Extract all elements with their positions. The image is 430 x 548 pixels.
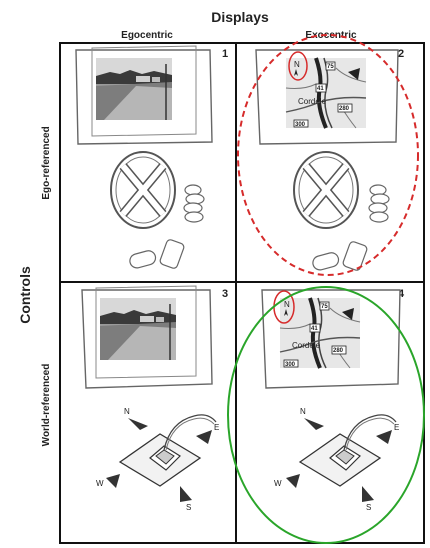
steering-wheel-icon-1 bbox=[111, 152, 175, 228]
route-300-label-2: 300 bbox=[295, 122, 306, 128]
joystick-icon-3 bbox=[119, 414, 217, 487]
compass-n-label-4: N bbox=[300, 407, 306, 416]
route-41-label-4: 41 bbox=[311, 326, 318, 332]
ego-referenced-row-label: Ego-referenced bbox=[41, 126, 52, 199]
compass-arrows-3 bbox=[106, 418, 212, 502]
road-scene-photo-1 bbox=[95, 57, 173, 121]
compass-s-label-4: S bbox=[366, 503, 371, 512]
route-280-label-4: 280 bbox=[333, 348, 344, 354]
map-display-4: N Cordele 41 75 280 300 bbox=[278, 296, 362, 370]
cell-number-4: 4 bbox=[398, 288, 405, 300]
route-280-label-2: 280 bbox=[339, 106, 350, 112]
egocentric-column-label: Egocentric bbox=[121, 30, 173, 41]
north-label-4: N bbox=[284, 300, 290, 309]
north-label-2: N bbox=[294, 60, 300, 69]
compass-e-label-4: E bbox=[394, 423, 399, 432]
monitor-egocentric-3 bbox=[81, 285, 213, 389]
world-referenced-row-label: World-referenced bbox=[41, 364, 52, 447]
monitor-exocentric-4: N Cordele 41 75 280 300 bbox=[261, 289, 401, 389]
compass-w-label-4: W bbox=[274, 479, 282, 488]
north-arrow-icon-4 bbox=[284, 309, 288, 316]
compass-e-label-3: E bbox=[214, 423, 219, 432]
displays-title: Displays bbox=[211, 9, 269, 25]
steering-wheel-icon-2 bbox=[294, 152, 358, 228]
north-arrow-icon-2 bbox=[294, 69, 298, 76]
route-75-label-2: 75 bbox=[327, 64, 334, 70]
cell-number-1: 1 bbox=[222, 48, 228, 60]
controls-title: Controls bbox=[17, 266, 33, 324]
monitor-exocentric-2: N Cordele 41 75 280 300 bbox=[255, 49, 399, 145]
grid-frame bbox=[59, 42, 425, 544]
throttle-icon-2 bbox=[368, 184, 390, 223]
red-dashed-highlight bbox=[237, 34, 419, 276]
route-41-label-2: 41 bbox=[317, 86, 324, 92]
route-300-label-4: 300 bbox=[285, 362, 296, 368]
cell-number-3: 3 bbox=[222, 288, 228, 300]
green-highlight bbox=[227, 286, 425, 544]
compass-s-label-3: S bbox=[186, 503, 191, 512]
compass-w-label-3: W bbox=[96, 479, 104, 488]
compass-arrows-4 bbox=[286, 418, 392, 502]
pedals-icon-1 bbox=[127, 238, 186, 271]
north-arrow-highlight-2 bbox=[288, 51, 308, 81]
throttle-icon-1 bbox=[183, 184, 205, 223]
compass-n-label-3: N bbox=[124, 407, 130, 416]
route-75-label-4: 75 bbox=[321, 304, 328, 310]
city-label-4: Cordele bbox=[292, 341, 321, 350]
city-label-2: Cordele bbox=[298, 97, 327, 106]
map-display-2: N Cordele 41 75 280 300 bbox=[284, 56, 368, 130]
cell-number-2: 2 bbox=[398, 48, 404, 60]
monitor-egocentric-1 bbox=[75, 45, 213, 145]
road-scene-photo-3 bbox=[99, 297, 177, 361]
